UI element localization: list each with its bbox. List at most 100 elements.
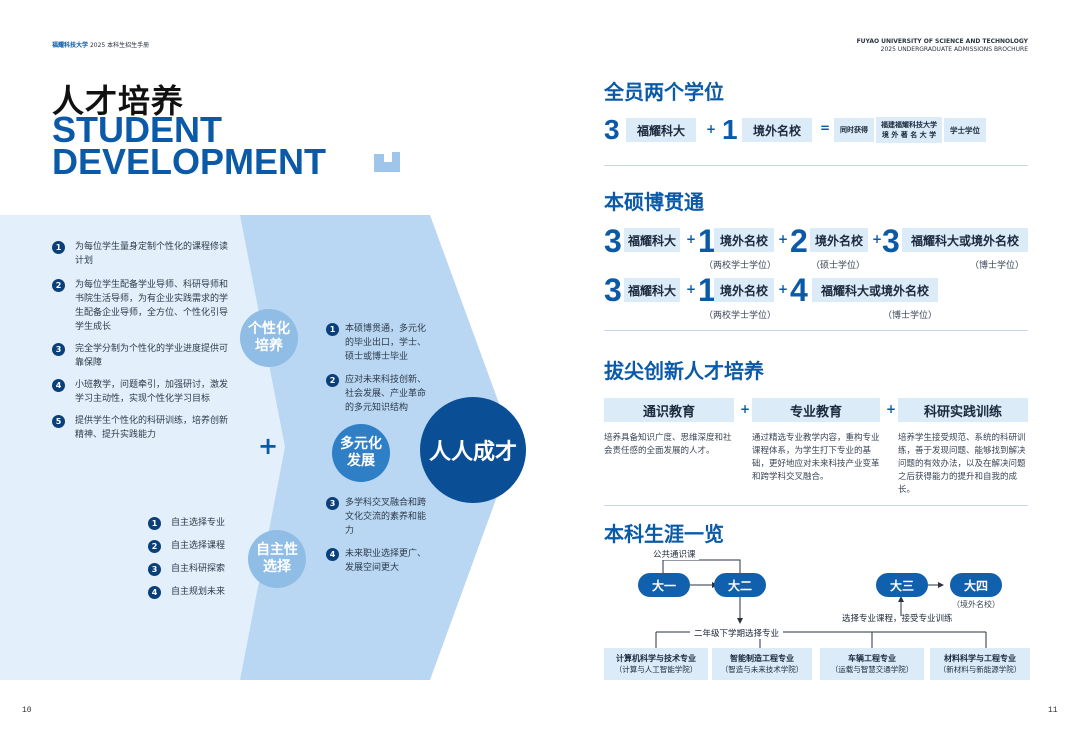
major-school: （智造与未来技术学院）	[720, 665, 804, 674]
box-general-education: 通识教育	[604, 398, 734, 422]
number-badge: 1	[326, 323, 339, 336]
chip-label: 福耀科大	[624, 278, 680, 302]
circle-autonomy: 自主性选择	[248, 530, 306, 588]
divider	[604, 330, 1028, 331]
divider	[604, 505, 1028, 506]
list-item-text: 自主选择专业	[171, 518, 226, 528]
desc-professional: 通过精选专业教学内容，重构专业课程体系，为学生打下专业的基础，更好地应对未来科技…	[752, 433, 880, 482]
number-badge: 3	[326, 497, 339, 510]
plus-sign: +	[872, 232, 883, 246]
num-badge: 2	[790, 223, 808, 259]
major-name: 材料科学与工程专业	[944, 654, 1016, 663]
major-school: （新材料与新能源学院）	[938, 665, 1022, 674]
chip-simultaneous: 同时获得	[834, 118, 874, 142]
chip-line: 福建福耀科技大学	[881, 121, 937, 129]
plus-sign: +	[778, 282, 789, 296]
section-title-innovation: 拔尖创新人才培养	[604, 359, 764, 383]
circle-personal: 个性化培养	[240, 309, 298, 367]
number-badge: 4	[326, 548, 339, 561]
list-item-text: 未来职业选择更广、发展空间更大	[345, 549, 427, 573]
desc-general: 培养具备知识广度、思维深度和社会责任感的全面发展的人才。	[604, 433, 732, 456]
list-item-text: 自主科研探索	[171, 564, 226, 574]
caption: （硕士学位）	[810, 261, 865, 271]
pill-year4: 大四	[950, 573, 1002, 597]
major-card: 智能制造工程专业 （智造与未来技术学院）	[712, 648, 812, 680]
left-header-sub: 2025 本科生招生手册	[89, 42, 150, 49]
list-item: 1 自主选择专业	[148, 516, 258, 530]
plus-sign: +	[686, 232, 697, 246]
caption: （博士学位）	[969, 261, 1024, 271]
major-name: 智能制造工程专业	[730, 654, 794, 663]
box-professional-education: 专业教育	[752, 398, 880, 422]
list-item: 3 多学科交叉融合和跨文化交流的素养和能力	[326, 496, 430, 538]
arrow-down-right-icon	[374, 152, 400, 172]
list-item: 5 提供学生个性化的科研训练，培养创新精神、提升实践能力	[52, 414, 230, 442]
pill-year2: 大二	[714, 573, 766, 597]
chip-label: 境外名校	[810, 228, 868, 252]
list-item-text: 为每位学生量身定制个性化的课程修读计划	[75, 242, 229, 266]
chip-label: 福耀科大或境外名校	[812, 278, 938, 302]
list-item-text: 提供学生个性化的科研训练，培养创新精神、提升实践能力	[75, 416, 229, 440]
left-header: 福耀科技大学 2025 本科生招生手册	[52, 40, 149, 49]
label-abroad: （境外名校）	[952, 600, 1000, 609]
caption: （博士学位）	[882, 311, 937, 321]
num-badge: 1	[698, 272, 716, 308]
plus-sign: +	[686, 282, 697, 296]
number-badge: 1	[148, 517, 161, 530]
chip-label: 福耀科大	[624, 228, 680, 252]
divider	[604, 165, 1028, 166]
chip-label: 境外名校	[714, 228, 774, 252]
list-item-text: 自主规划未来	[171, 587, 226, 597]
plus-sign: +	[778, 232, 789, 246]
desc-research: 培养学生接受规范、系统的科研训练，善于发现问题、能够找到解决问题的有效办法，以及…	[898, 433, 1026, 495]
num-3: 3	[604, 114, 620, 145]
caption: （两校学士学位）	[703, 311, 776, 321]
label-general-courses: 公共通识课	[650, 548, 699, 560]
plus-sign: +	[706, 122, 717, 136]
page-title-en-1: STUDENT	[52, 109, 222, 150]
right-header-sub: 2025 UNDERGRADUATE ADMISSIONS BROCHURE	[880, 46, 1028, 53]
number-badge: 2	[148, 540, 161, 553]
list-item: 4 自主规划未来	[148, 585, 258, 599]
circle-success: 人人成才	[420, 397, 526, 503]
section-title-career: 本科生涯一览	[604, 522, 724, 546]
num-badge: 1	[698, 223, 716, 259]
list-item: 4 未来职业选择更广、发展空间更大	[326, 547, 430, 575]
chip-universities: 福建福耀科技大学 境 外 著 名 大 学	[876, 117, 942, 143]
chip-bachelor: 学士学位	[944, 118, 986, 142]
right-header-school: FUYAO UNIVERSITY OF SCIENCE AND TECHNOLO…	[856, 38, 1028, 45]
number-badge: 2	[326, 374, 339, 387]
number-badge: 4	[148, 586, 161, 599]
page-title-zh: 人才培养	[52, 82, 185, 120]
right-header: FUYAO UNIVERSITY OF SCIENCE AND TECHNOLO…	[857, 38, 1028, 54]
diverse-list-bottom: 3 多学科交叉融合和跨文化交流的素养和能力 4 未来职业选择更广、发展空间更大	[326, 496, 430, 575]
chip-label: 境外名校	[714, 278, 774, 302]
page-number-left: 10	[22, 706, 32, 715]
number-badge: 3	[148, 563, 161, 576]
num-1: 1	[722, 114, 738, 145]
major-name: 车辆工程专业	[848, 654, 896, 663]
major-school: （计算与人工智能学院）	[614, 665, 698, 674]
plus-sign: +	[258, 432, 279, 460]
list-item-text: 本硕博贯通，多元化的毕业出口，学士、硕士或博士毕业	[345, 324, 427, 362]
num-badge: 3	[604, 272, 622, 308]
label-choose-course: 选择专业课程，接受专业训练	[842, 614, 953, 624]
num-badge: 4	[790, 272, 808, 308]
list-item: 1 本硕博贯通，多元化的毕业出口，学士、硕士或博士毕业	[326, 322, 430, 364]
number-badge: 3	[52, 343, 65, 356]
num-badge: 3	[604, 223, 622, 259]
list-item-text: 多学科交叉融合和跨文化交流的素养和能力	[345, 498, 427, 536]
plus-sign: +	[886, 402, 897, 416]
circle-diverse: 多元化发展	[332, 424, 390, 482]
major-school: （运载与智慧交通学院）	[830, 665, 914, 674]
equals-sign: =	[820, 121, 831, 135]
section-title-degrees: 全员两个学位	[604, 80, 724, 104]
page-title-en-2: DEVELOPMENT	[52, 141, 327, 182]
number-badge: 5	[52, 415, 65, 428]
